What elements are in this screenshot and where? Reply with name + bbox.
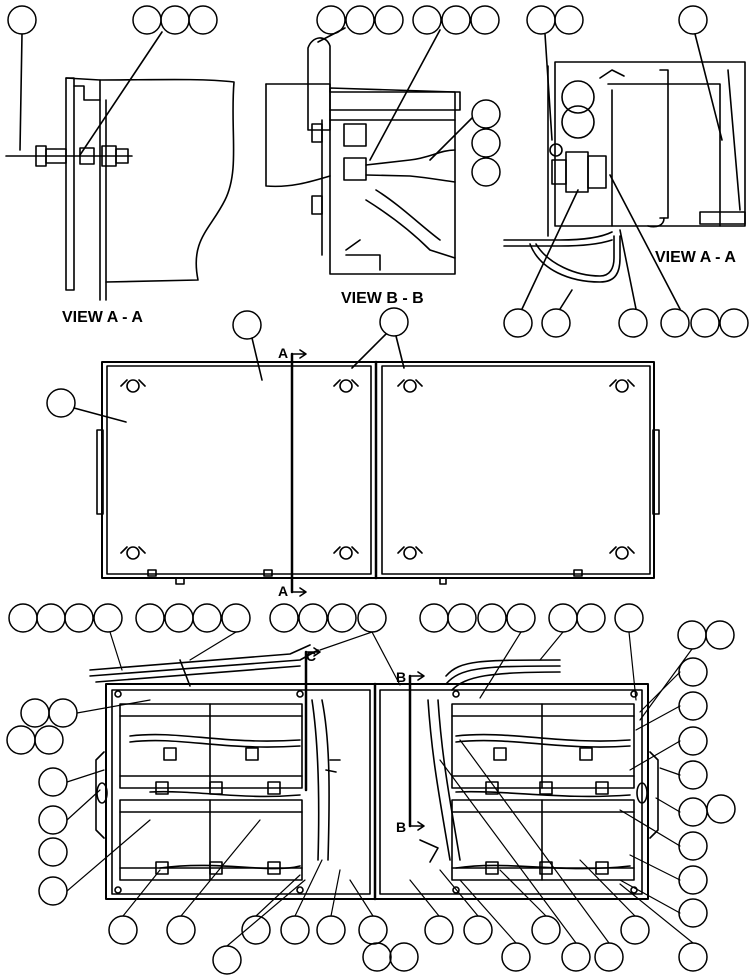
batteries-right xyxy=(451,703,635,881)
callout-circles xyxy=(7,5,218,35)
view-b-b-label: VIEW B - B xyxy=(341,290,424,307)
callout-circles xyxy=(316,5,501,187)
section-a-bottom-marker: A xyxy=(278,583,288,599)
section-a-top-marker: A xyxy=(278,345,288,361)
view-a-a-right-label: VIEW A - A xyxy=(655,249,736,266)
callout-circles xyxy=(6,603,736,975)
callout-circles xyxy=(503,5,749,338)
section-b-top-marker: B xyxy=(396,669,406,685)
section-c-marker: C xyxy=(306,648,316,664)
view-a-a-left-label: VIEW A - A xyxy=(62,309,143,326)
wing-nut-fasteners xyxy=(120,379,635,560)
callout-circles xyxy=(46,307,409,418)
view-a-a-left-detail: VIEW A - A xyxy=(5,5,235,326)
section-b-bottom-marker: B xyxy=(396,819,406,835)
view-b-b-detail: VIEW B - B xyxy=(265,5,501,307)
batteries-left xyxy=(119,703,303,881)
view-a-a-right-detail: VIEW A - A xyxy=(503,5,749,338)
leader-lines xyxy=(66,631,694,947)
open-box-battery-plan-view: C B B xyxy=(6,603,736,975)
closed-lid-plan-view: A A xyxy=(46,307,660,599)
